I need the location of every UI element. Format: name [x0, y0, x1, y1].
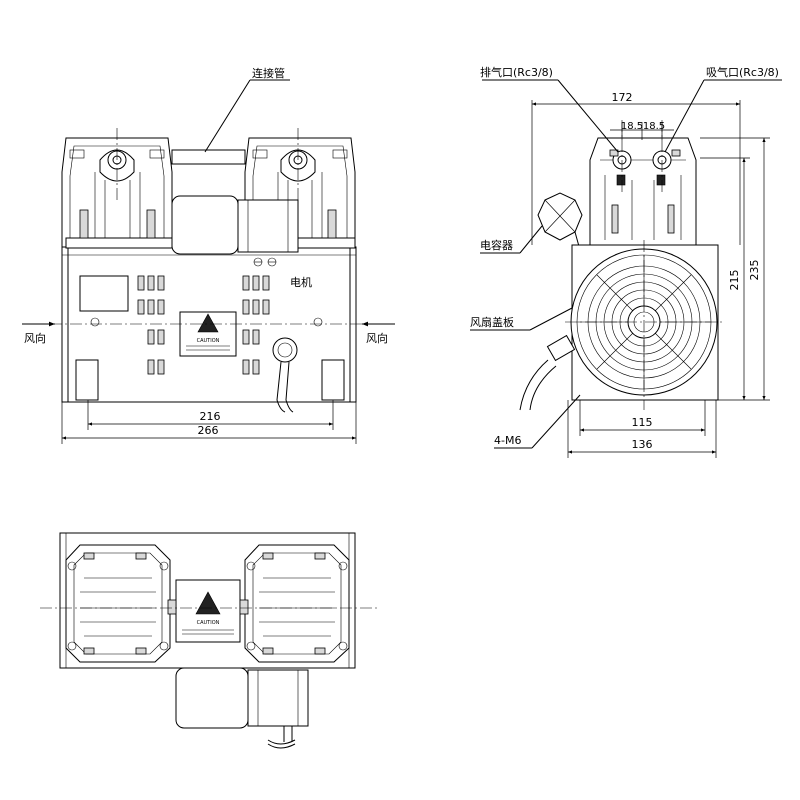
top-view: CAUTION [40, 532, 380, 749]
front-motor [171, 195, 239, 255]
dim-18-5-left: 18.5 [621, 121, 643, 132]
top-motor [175, 667, 249, 729]
front-labels: 连接管 电机 风向 风向 [22, 66, 395, 345]
intake-port-label: 吸气口(Rc3/8) [706, 65, 779, 79]
dim-115: 115 [632, 416, 653, 429]
side-dimensions: 172 18.5 18.5 215 235 115 136 [531, 91, 770, 458]
dim-215: 215 [728, 270, 741, 291]
top-left-fan [65, 544, 171, 663]
dim-266: 266 [198, 424, 219, 437]
dim-136: 136 [632, 438, 653, 451]
mount-holes-label: 4-M6 [494, 434, 521, 447]
motor-label: 电机 [290, 275, 312, 289]
front-warning-label: CAUTION [179, 311, 237, 357]
capacitor-label: 电容器 [480, 238, 513, 252]
connecting-pipe [171, 149, 246, 165]
front-left-vents [79, 275, 165, 375]
dim-172: 172 [612, 91, 633, 104]
svg-text:CAUTION: CAUTION [197, 338, 220, 344]
front-right-vents [242, 275, 270, 375]
exhaust-port-label: 排气口(Rc3/8) [480, 65, 553, 79]
dim-18-5-right: 18.5 [643, 121, 665, 132]
front-view: CAUTION [30, 128, 390, 413]
fan-cover-label: 风扇盖板 [470, 315, 514, 329]
top-right-fan [244, 544, 350, 663]
front-cable-gland [272, 337, 298, 413]
svg-text:CAUTION: CAUTION [197, 620, 220, 626]
side-labels: 排气口(Rc3/8) 吸气口(Rc3/8) 电容器 风扇盖板 4-M6 [470, 65, 782, 449]
dim-216: 216 [200, 410, 221, 423]
wind-right-label: 风向 [366, 331, 388, 345]
side-cable-gland [519, 334, 576, 411]
dim-235: 235 [748, 260, 761, 281]
side-view [519, 120, 725, 411]
connecting-pipe-label: 连接管 [252, 66, 285, 80]
wind-left-label: 风向 [24, 331, 46, 345]
front-dimensions: 216 266 [61, 400, 357, 444]
top-warning-label: CAUTION [167, 579, 249, 643]
